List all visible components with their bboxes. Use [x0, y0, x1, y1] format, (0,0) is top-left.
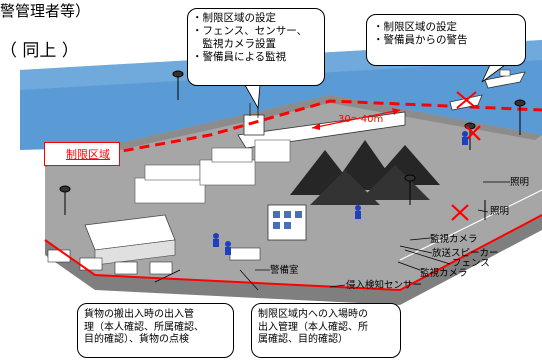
callout-line: ・フェンス、センサー、 [192, 25, 308, 37]
distance-label: 30～40m [338, 114, 384, 125]
guards [213, 131, 468, 255]
callout-center-top: ・制限区域の設定 ・フェンス、センサー、 監視カメラ設置 ・警備員による監視 [187, 8, 325, 86]
header-top-left: 警管理者等） [0, 2, 91, 20]
callout-line: ・警備員による監視 [192, 51, 287, 63]
container-stacks [134, 139, 291, 204]
callout-line: 理（本人確認、所属確認、 [84, 321, 204, 333]
restricted-boundary-line [44, 99, 542, 167]
restricted-area-label-box [44, 142, 120, 166]
callout-right-top: ・制限区域の設定 ・警備員からの警告 [366, 14, 526, 66]
callout-line: 制限区域内への入場時の [258, 309, 368, 320]
coal-piles [290, 140, 440, 205]
camera-label-1: 監視カメラ [430, 234, 478, 245]
callout-bottom-mid: 制限区域内への入場時の 出入管理（本人確認、所 属確認、目的確認） [251, 303, 401, 358]
guard-room-label: 警備室 [270, 265, 299, 276]
camera-label-2: 監視カメラ [420, 268, 468, 279]
callout-line: 出入管理（本人確認、所 [258, 321, 368, 333]
fence-label: フェンス [452, 258, 490, 269]
callout-line: 監視カメラ設置 [192, 38, 276, 50]
perimeter-fence [44, 214, 542, 292]
intrusion-sensor-label: 侵入検知センサー [346, 280, 423, 291]
distance-arrow [311, 109, 401, 129]
guard-building [267, 204, 307, 241]
same-as-above: （ 同上 ） [0, 41, 79, 61]
callout-line: 貨物の搬出入時の出入管 [84, 309, 194, 320]
callout-line: ・警備員からの警告 [373, 34, 468, 46]
lighting-label-1: 照明 [510, 177, 530, 188]
restricted-area-label: 制限区域 [66, 148, 110, 161]
ship [237, 103, 406, 149]
intruder-boat [449, 91, 483, 111]
patrol-boat [484, 69, 526, 89]
callout-line: 属確認、目的確認） [258, 334, 348, 345]
intruder-marks [451, 125, 481, 221]
speaker-label: 放送スピーカー [432, 248, 499, 259]
callout-line: 目的確認）、貨物の点検 [84, 334, 189, 345]
callout-line: ・制限区域の設定 [373, 21, 457, 33]
callout-line: ・制限区域の設定 [192, 12, 276, 24]
lighting-label-2: 照明 [490, 206, 510, 217]
callout-bottom-left: 貨物の搬出入時の出入管 理（本人確認、所属確認、 目的確認）、貨物の点検 [77, 303, 234, 358]
